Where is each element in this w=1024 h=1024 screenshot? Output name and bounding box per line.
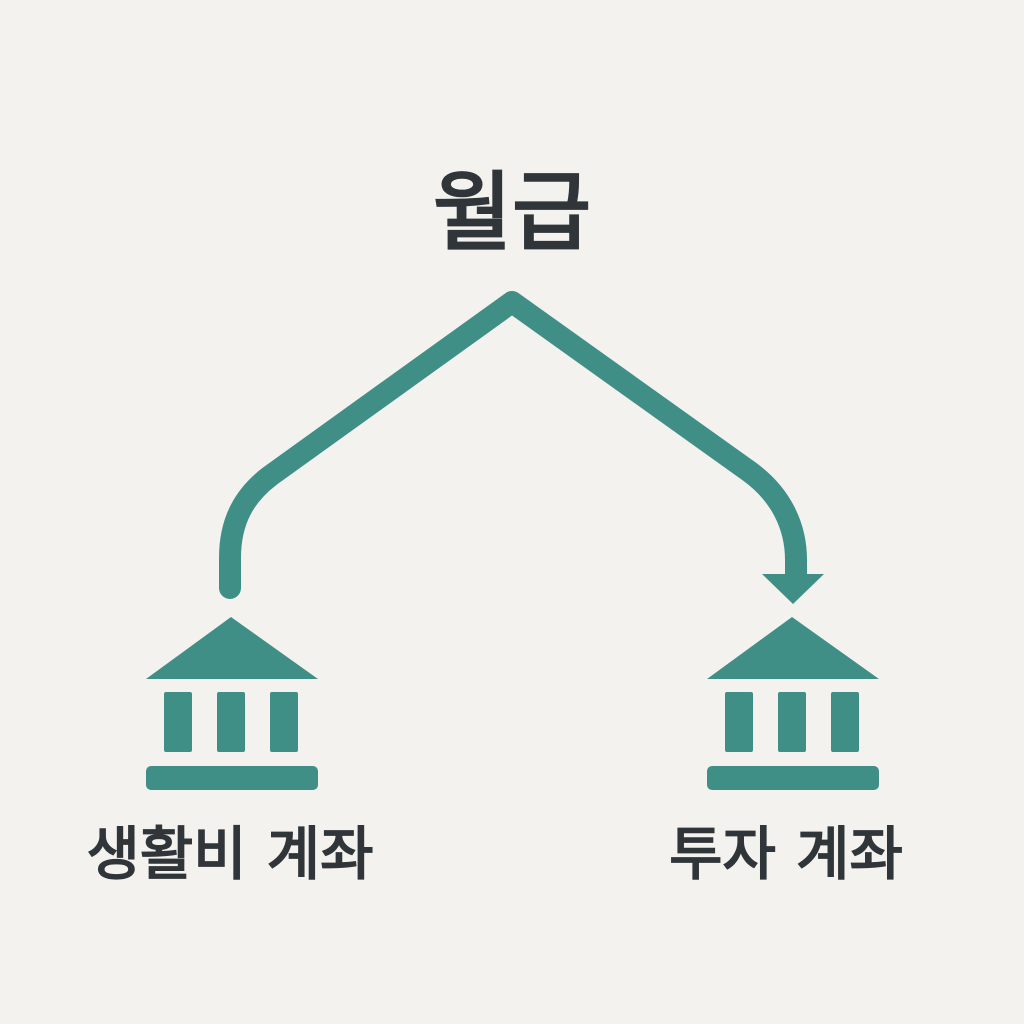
bank-column (778, 692, 806, 752)
investment-account-label: 투자 계좌 (669, 820, 903, 888)
bank-icon (146, 617, 318, 790)
bank-column (217, 692, 245, 752)
bank-base (146, 766, 318, 790)
bank-column (164, 692, 192, 752)
bank-roof (707, 617, 879, 679)
bank-column (831, 692, 859, 752)
living-expense-account-label: 생활비 계좌 (86, 820, 374, 888)
arrow-head-icon (762, 574, 824, 604)
bank-column (270, 692, 298, 752)
bank-column (725, 692, 753, 752)
transfer-arrow (219, 291, 824, 604)
bank-base (707, 766, 879, 790)
bank-icon (707, 617, 879, 790)
diagram-title: 월급 (432, 163, 592, 263)
bank-roof (146, 617, 318, 679)
arrow-path (219, 291, 807, 599)
